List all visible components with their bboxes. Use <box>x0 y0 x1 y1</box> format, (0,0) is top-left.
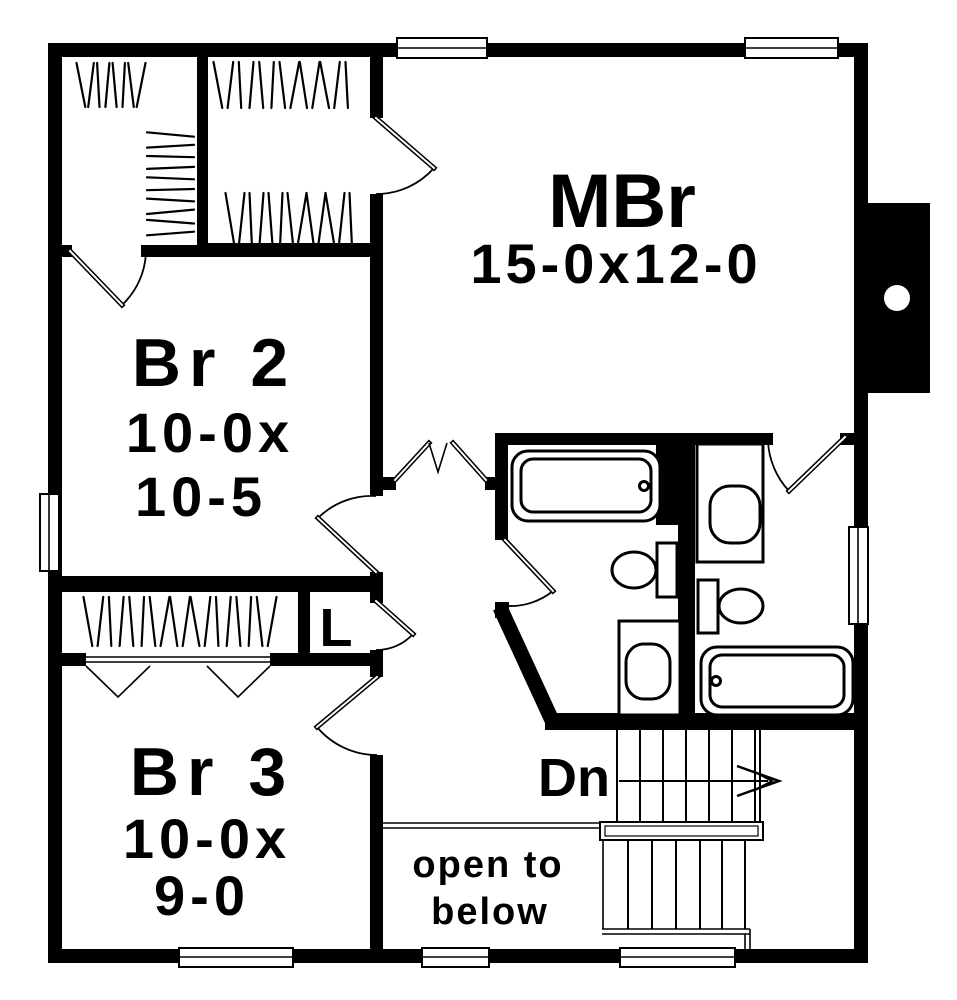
window-icon <box>619 947 736 968</box>
chimney-icon <box>866 203 930 393</box>
stairwell-railing <box>383 821 764 841</box>
stairwell <box>383 730 783 949</box>
room-dims-br3-line1: 10-0x <box>123 807 291 870</box>
linen-closet-label: L <box>320 598 353 658</box>
window-icon <box>39 493 60 572</box>
door-swing-icon <box>372 597 417 651</box>
door-swing-icon <box>313 673 381 756</box>
hall-bathroom <box>510 449 682 717</box>
door-swing-icon <box>314 495 380 576</box>
vanity-sink-icon <box>695 442 765 564</box>
window-icon <box>178 947 294 968</box>
window-icon <box>848 526 869 625</box>
door-swing-icon <box>372 114 438 195</box>
toilet-icon <box>610 541 679 599</box>
stair-down-arrow-icon <box>619 764 783 798</box>
bathtub-icon <box>510 449 662 523</box>
door-swing-icon <box>66 247 147 309</box>
closet-rod-hatch-icon <box>75 60 353 648</box>
room-dims-br2-line1: 10-0x <box>126 401 294 464</box>
bifold-closet-doors <box>85 656 298 699</box>
door-swings <box>66 114 849 756</box>
master-bathroom <box>695 442 855 717</box>
room-dims-br2-line2: 10-5 <box>135 465 267 528</box>
room-dims-mbr: 15-0x12-0 <box>470 232 761 295</box>
room-label-br3: Br 3 <box>130 734 294 810</box>
window-icon <box>396 37 488 59</box>
stair-treads-lower <box>602 840 751 949</box>
double-door-icon <box>391 439 490 484</box>
room-label-br2: Br 2 <box>132 325 296 401</box>
window-icon <box>744 37 839 59</box>
room-label-mbr: MBr <box>548 159 696 244</box>
bathtub-icon <box>699 645 855 717</box>
stair-treads-upper <box>616 730 761 822</box>
room-dims-br3-line2: 9-0 <box>154 864 250 927</box>
door-swing-icon <box>767 433 849 495</box>
toilet-icon <box>696 578 765 635</box>
window-icon <box>421 947 490 968</box>
door-swing-icon <box>501 536 557 607</box>
open-to-below-line1: open to <box>412 844 563 886</box>
open-to-below-line2: below <box>431 891 549 933</box>
stairs-down-label: Dn <box>538 748 610 808</box>
labels: MBr 15-0x12-0 Br 2 10-0x 10-5 Br 3 10-0x… <box>123 159 761 933</box>
vanity-sink-icon <box>617 619 682 717</box>
windows <box>39 37 869 968</box>
